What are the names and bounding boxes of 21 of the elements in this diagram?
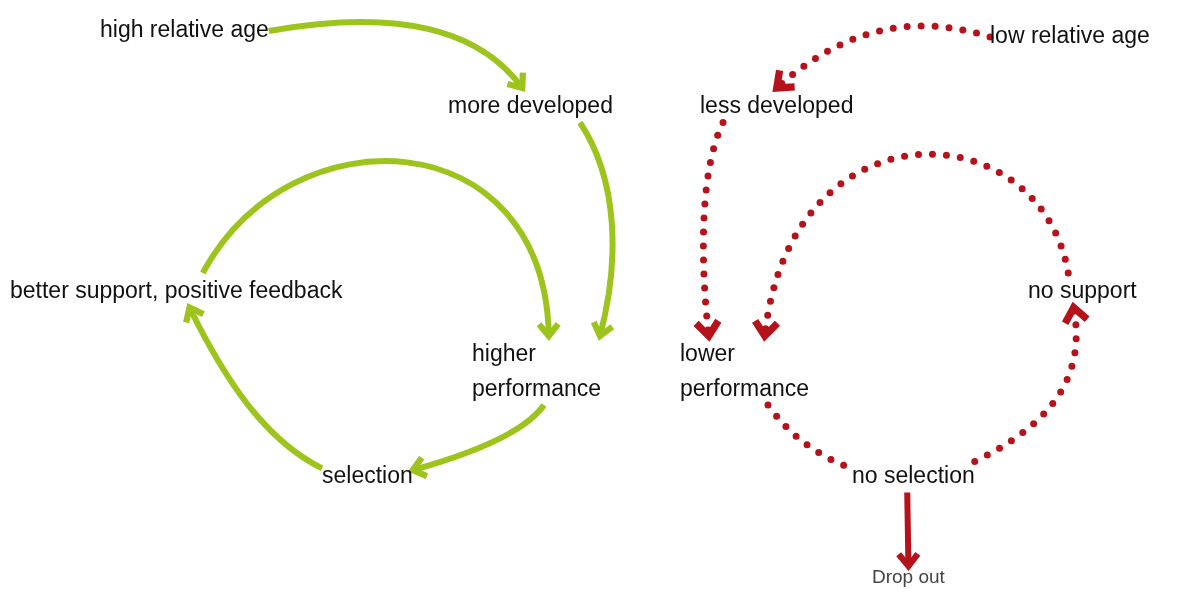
arrow: [268, 19, 526, 92]
node-label: lower performance: [680, 336, 840, 405]
arrow: [971, 303, 1091, 465]
node-label: Drop out: [872, 566, 945, 589]
node-label: no selection: [852, 458, 975, 493]
node-label: more developed: [448, 88, 613, 123]
arrow: [409, 403, 547, 480]
node-label: no support: [1028, 273, 1137, 308]
arrow: [577, 120, 616, 340]
arrow: [183, 304, 324, 471]
node-label: less developed: [700, 88, 854, 123]
arrow: [895, 492, 921, 570]
node-label: selection: [322, 458, 413, 493]
arrow: [692, 119, 727, 340]
arrow: [752, 151, 1072, 340]
node-label: high relative age: [100, 12, 269, 47]
arrow: [773, 22, 994, 92]
arrow: [200, 158, 561, 340]
node-label: low relative age: [990, 18, 1150, 53]
node-label: better support, positive feedback: [10, 273, 343, 308]
node-label: higher performance: [472, 336, 632, 405]
